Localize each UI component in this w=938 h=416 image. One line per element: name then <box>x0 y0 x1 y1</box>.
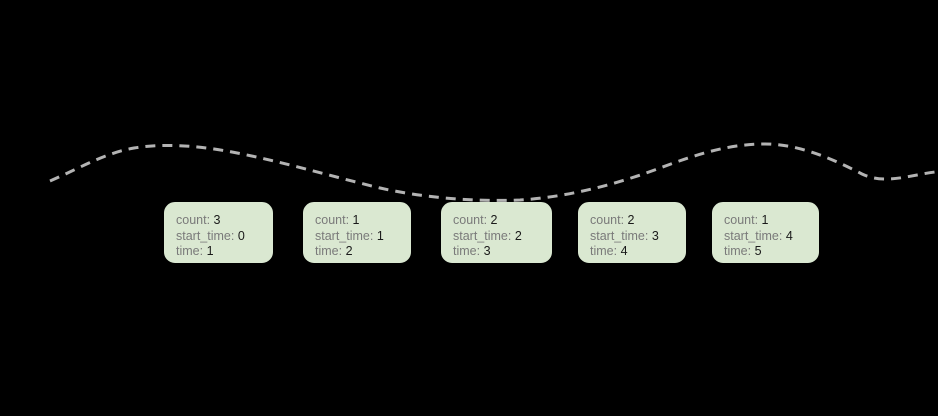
node-field-row: count: 2 <box>453 213 545 229</box>
node-field-key: start_time: <box>453 228 512 243</box>
node-field-row: start_time: 1 <box>315 229 404 245</box>
node-field-value: 3 <box>483 244 491 258</box>
node-field-value: 1 <box>376 228 384 243</box>
node-field-value: 2 <box>627 213 635 227</box>
node-field-row: time: 1 <box>176 244 266 260</box>
node-field-value: 1 <box>206 244 214 258</box>
node-field-key: time: <box>453 244 481 258</box>
node-field-value: 4 <box>620 244 628 258</box>
node-field-key: time: <box>315 244 343 258</box>
node-field-key: start_time: <box>724 228 783 243</box>
node-field-value: 2 <box>490 213 498 227</box>
node-field-row: start_time: 0 <box>176 229 266 245</box>
node-field-row: time: 4 <box>590 244 679 260</box>
node-field-key: count: <box>453 213 488 227</box>
node-field-row: count: 3 <box>176 213 266 229</box>
node-field-row: time: 2 <box>315 244 404 260</box>
node-field-value: 3 <box>213 213 221 227</box>
node-field-key: start_time: <box>176 228 235 243</box>
node-field-value: 3 <box>651 228 659 243</box>
node-field-key: count: <box>176 213 211 227</box>
node-field-row: start_time: 3 <box>590 229 679 245</box>
node-field-key: time: <box>724 244 752 258</box>
node-field-value: 2 <box>514 228 522 243</box>
node-field-row: time: 5 <box>724 244 812 260</box>
node-field-value: 1 <box>761 213 769 227</box>
node-field-row: count: 2 <box>590 213 679 229</box>
node-field-value: 2 <box>345 244 353 258</box>
node-field-row: count: 1 <box>315 213 404 229</box>
node-field-value: 4 <box>785 228 793 243</box>
node-field-value: 0 <box>237 228 245 243</box>
node-field-key: time: <box>590 244 618 258</box>
node-field-value: 5 <box>754 244 762 258</box>
node-field-row: start_time: 4 <box>724 229 812 245</box>
node-field-key: time: <box>176 244 204 258</box>
node-field-row: time: 3 <box>453 244 545 260</box>
node-field-key: count: <box>590 213 625 227</box>
node-field-value: 1 <box>352 213 360 227</box>
node-field-key: start_time: <box>590 228 649 243</box>
node-field-key: count: <box>724 213 759 227</box>
node-field-key: start_time: <box>315 228 374 243</box>
node-field-row: start_time: 2 <box>453 229 545 245</box>
node-field-row: count: 1 <box>724 213 812 229</box>
node-field-key: count: <box>315 213 350 227</box>
